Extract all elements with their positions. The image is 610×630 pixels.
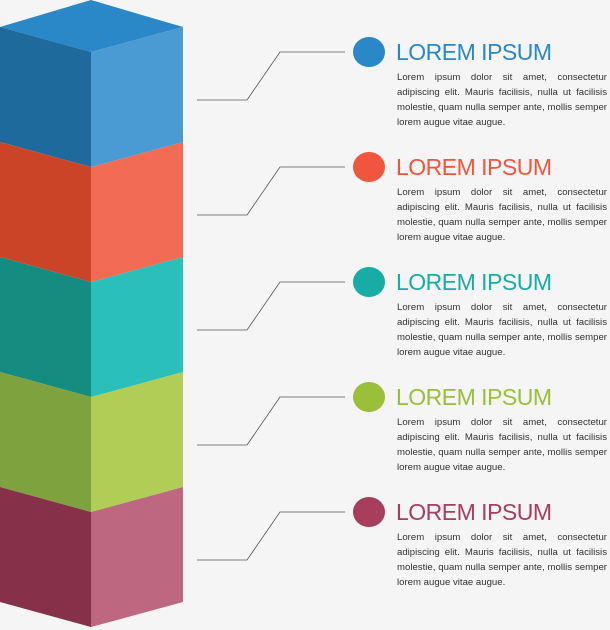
item-title: LOREM IPSUM (396, 39, 552, 65)
item-description: Lorem ipsum dolor sit amet, consectetur … (397, 532, 607, 588)
item-title: LOREM IPSUM (396, 269, 552, 295)
block-left-face-5 (0, 487, 91, 627)
item-description: Lorem ipsum dolor sit amet, consectetur … (397, 72, 607, 128)
connector-line-3 (197, 281, 345, 331)
item-title: LOREM IPSUM (396, 384, 552, 410)
circle-marker-icon (353, 497, 385, 527)
block-right-face-5 (91, 487, 183, 627)
circle-marker-icon (353, 267, 385, 297)
column-top-face (0, 0, 183, 52)
item-title: LOREM IPSUM (396, 154, 552, 180)
item-description: Lorem ipsum dolor sit amet, consectetur … (397, 417, 607, 473)
block-left-face-4 (0, 372, 91, 512)
connector-line-2 (197, 166, 345, 216)
connector-line-1 (197, 51, 345, 101)
block-left-face-1 (0, 27, 91, 167)
block-right-face-2 (91, 142, 183, 282)
circle-marker-icon (353, 382, 385, 412)
item-description: Lorem ipsum dolor sit amet, consectetur … (397, 187, 607, 243)
block-left-face-2 (0, 142, 91, 282)
item-description: Lorem ipsum dolor sit amet, consectetur … (397, 302, 607, 358)
connector-line-5 (197, 511, 345, 561)
circle-marker-icon (353, 37, 385, 67)
block-right-face-3 (91, 257, 183, 397)
item-title: LOREM IPSUM (396, 499, 552, 525)
circle-marker-icon (353, 152, 385, 182)
block-right-face-1 (91, 27, 183, 167)
block-left-face-3 (0, 257, 91, 397)
connector-line-4 (197, 396, 345, 446)
block-right-face-4 (91, 372, 183, 512)
